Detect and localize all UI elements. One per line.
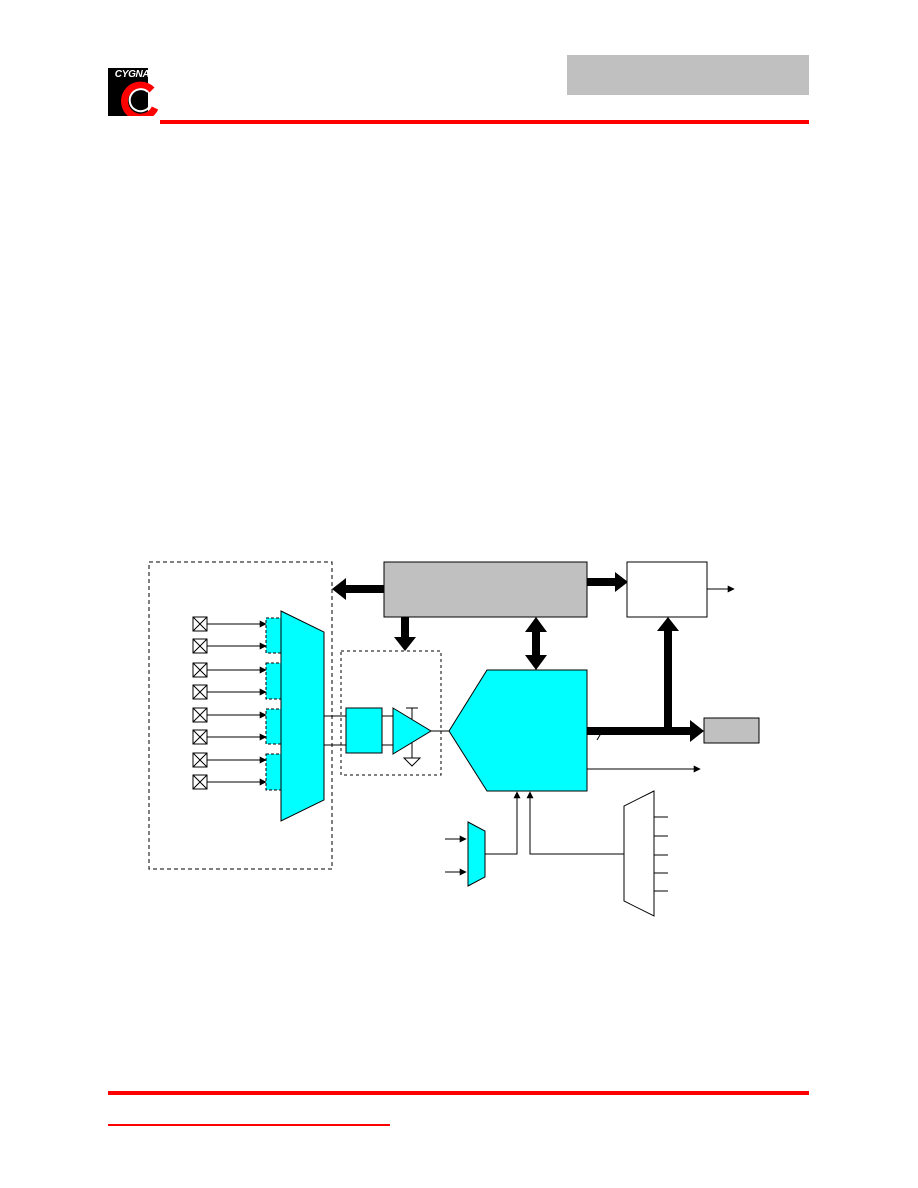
input-pin	[192, 684, 267, 700]
input-pin	[192, 707, 267, 723]
amplifier-triangle	[392, 707, 432, 755]
input-pin	[192, 662, 267, 678]
bus-arrow-down	[394, 617, 416, 651]
input-pin	[192, 774, 267, 790]
analog-mux	[280, 610, 325, 822]
bus-arrow-bidirectional	[525, 617, 547, 670]
input-pin	[192, 729, 267, 745]
track-hold-block	[345, 707, 383, 754]
ground-icon	[402, 757, 422, 767]
bus-arrow-right	[587, 572, 628, 592]
window-compare-block	[626, 561, 708, 618]
input-pins	[192, 616, 267, 790]
header-title-box	[567, 55, 809, 95]
logo-text: CYGNAL	[114, 69, 156, 80]
gain-stage-region	[340, 650, 442, 776]
header-rule	[160, 120, 809, 124]
cygnal-c-logo-icon	[108, 68, 159, 121]
bus-arrow-up	[657, 617, 679, 731]
clock-select-mux	[467, 821, 486, 887]
control-register-block	[383, 561, 588, 618]
input-pin	[192, 752, 267, 768]
data-bus-arrow	[587, 720, 704, 742]
start-conversion-mux	[623, 790, 655, 917]
data-register-block	[703, 717, 760, 744]
footer-link-underline	[108, 1124, 390, 1126]
input-pin	[192, 638, 267, 654]
input-pin	[192, 616, 267, 632]
input-pair-blocks	[265, 617, 282, 791]
cygnal-logo: CYGNAL	[108, 68, 162, 121]
adc-block	[448, 669, 588, 792]
footer-rule	[108, 1091, 809, 1095]
bus-arrow-left	[332, 578, 384, 600]
